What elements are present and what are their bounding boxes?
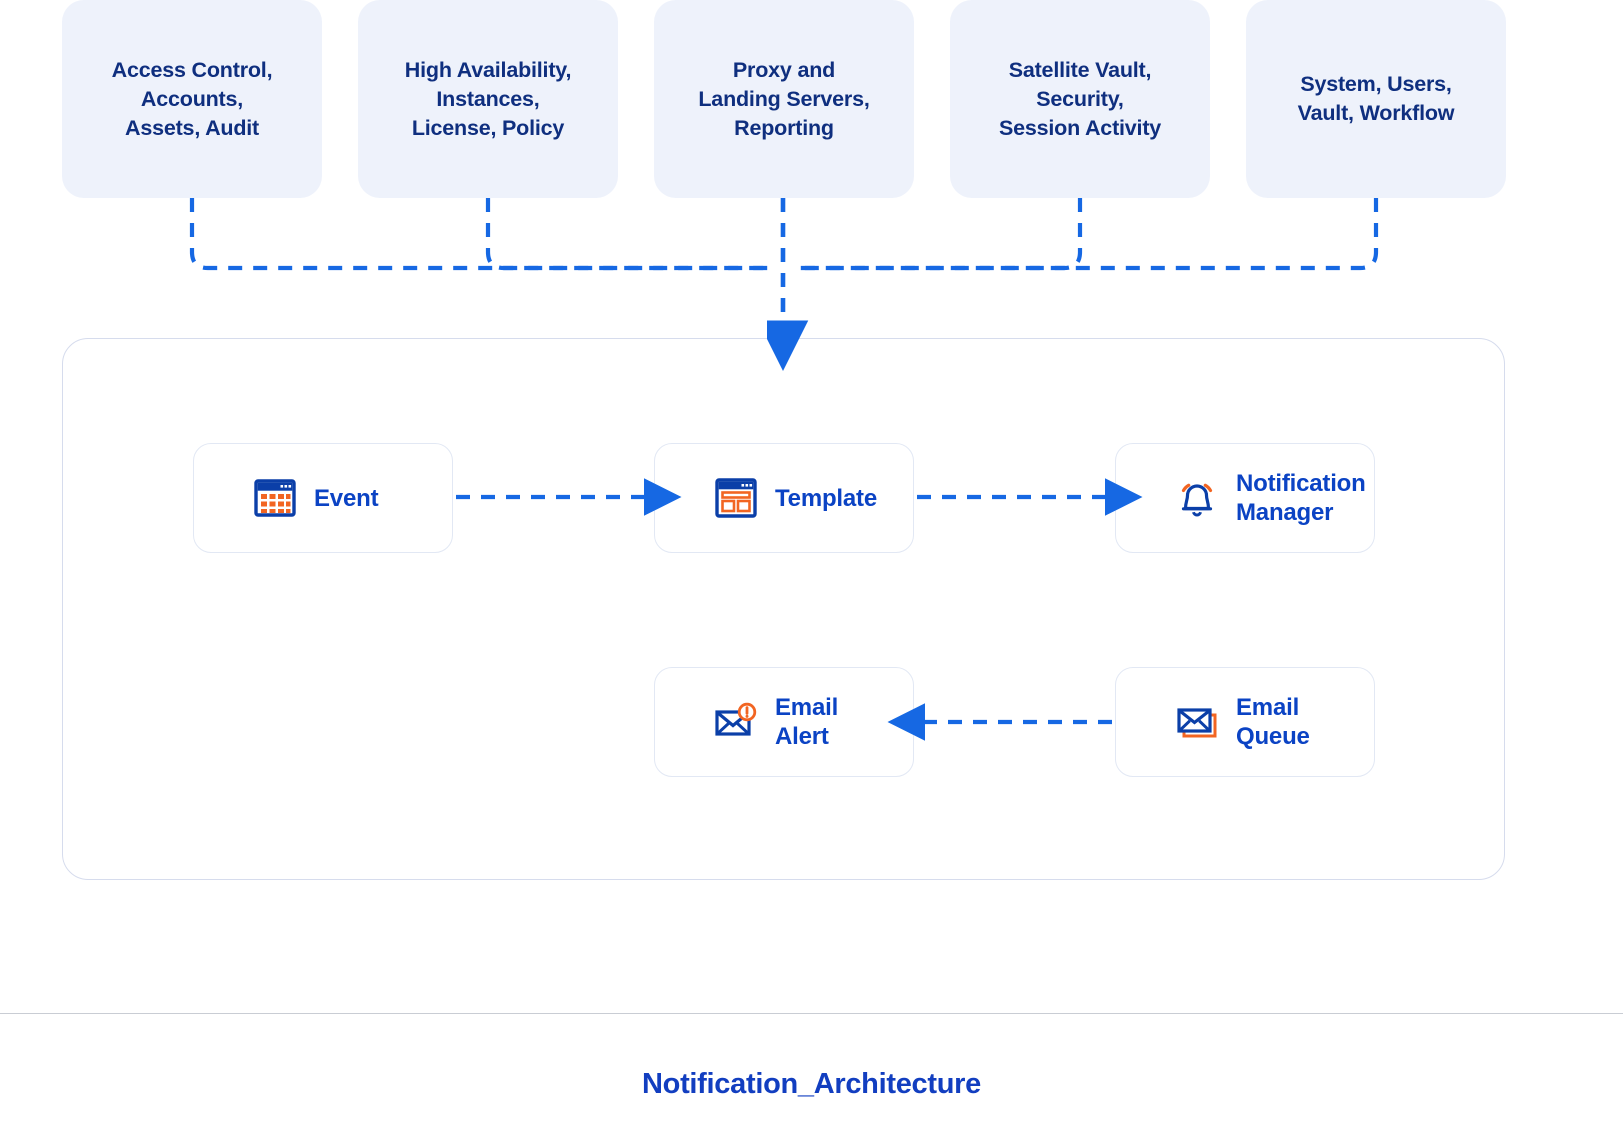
source-box-satellite-vault[interactable]: Satellite Vault, Security, Session Activ… — [950, 0, 1210, 198]
source-box-label: System, Users, Vault, Workflow — [1297, 72, 1455, 125]
pipeline-card-label: Template — [775, 484, 877, 512]
source-box-access-control[interactable]: Access Control, Accounts, Assets, Audit — [62, 0, 322, 198]
connector-source-4-to-bus — [794, 198, 1083, 271]
footer-divider — [0, 1013, 1623, 1014]
figure-title: Notification_Architecture — [642, 1068, 981, 1100]
browser-layout-icon — [713, 475, 759, 521]
pipeline-card-label: Event — [314, 484, 379, 512]
pipeline-card-email-queue[interactable]: Email Queue — [1115, 667, 1375, 777]
pipeline-card-email-alert[interactable]: Email Alert — [654, 667, 914, 777]
source-box-label: Satellite Vault, Security, Session Activ… — [998, 57, 1162, 140]
calendar-grid-icon — [252, 475, 298, 521]
source-box-label: Proxy and Landing Servers, Reporting — [698, 57, 870, 140]
pipeline-card-event[interactable]: Event — [193, 443, 453, 553]
envelope-alert-icon — [713, 699, 759, 745]
connector-source-5-to-bus — [794, 198, 1379, 271]
pipeline-card-notification-manager[interactable]: Notification Manager — [1115, 443, 1375, 553]
connector-source-1-to-bus — [189, 198, 770, 271]
connector-source-2-to-bus — [485, 198, 770, 271]
pipeline-card-label: Notification Manager — [1236, 470, 1366, 526]
envelope-stack-icon — [1174, 699, 1220, 745]
source-box-high-availability[interactable]: High Availability, Instances, License, P… — [358, 0, 618, 198]
pipeline-card-label: Email Queue — [1236, 694, 1310, 750]
notification-pipeline-panel — [62, 338, 1505, 880]
bell-ringing-icon — [1174, 475, 1220, 521]
source-box-label: Access Control, Accounts, Assets, Audit — [111, 57, 273, 140]
pipeline-card-template[interactable]: Template — [654, 443, 914, 553]
source-box-proxy-landing-servers[interactable]: Proxy and Landing Servers, Reporting — [654, 0, 914, 198]
source-box-label: High Availability, Instances, License, P… — [404, 57, 572, 140]
pipeline-card-label: Email Alert — [775, 694, 839, 750]
source-box-system-users-vault[interactable]: System, Users, Vault, Workflow — [1246, 0, 1506, 198]
